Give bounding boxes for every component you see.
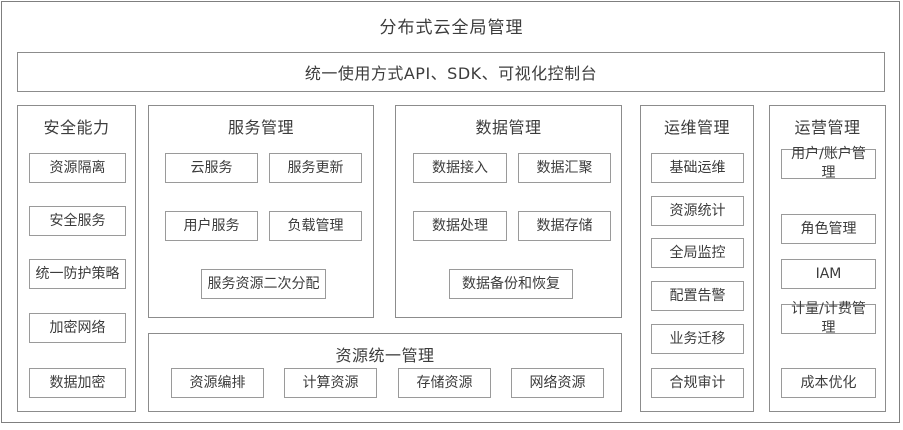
col-ops-mgmt: 运维管理 基础运维 资源统计 全局监控 配置告警 业务迁移 合规审计 (640, 105, 754, 412)
col-data-mgmt: 数据管理 数据接入 数据汇聚 数据处理 数据存储 数据备份和恢复 (395, 105, 622, 318)
node-metering-billing-mgmt: 计量/计费管理 (781, 301, 876, 336)
node-data-aggregation: 数据汇聚 (518, 153, 611, 183)
node-compute-resource: 计算资源 (284, 368, 377, 398)
node-alert-config: 配置告警 (651, 281, 744, 311)
node-load-mgmt: 负载管理 (269, 211, 362, 241)
node-data-storage: 数据存储 (518, 211, 611, 241)
node-resource-orchestration: 资源编排 (171, 368, 264, 398)
node-data-backup-restore: 数据备份和恢复 (449, 269, 573, 299)
node-storage-resource: 存储资源 (398, 368, 491, 398)
node-network-resource: 网络资源 (511, 368, 604, 398)
col-service-mgmt: 服务管理 云服务 服务更新 用户服务 负载管理 服务资源二次分配 (148, 105, 374, 318)
node-cost-optimization: 成本优化 (781, 368, 876, 398)
col-service-title: 服务管理 (227, 118, 294, 137)
col-data-title: 数据管理 (475, 118, 542, 137)
node-resource-statistics: 资源统计 (651, 196, 744, 226)
node-data-processing: 数据处理 (413, 211, 507, 241)
node-user-service: 用户服务 (165, 211, 258, 241)
node-data-ingestion: 数据接入 (413, 153, 507, 183)
node-role-mgmt: 角色管理 (781, 214, 876, 244)
col-operation-title: 运营管理 (794, 118, 861, 137)
outer-frame (1, 1, 900, 423)
node-basic-ops: 基础运维 (651, 153, 744, 183)
node-data-encryption: 数据加密 (29, 368, 126, 398)
col-ops-title: 运维管理 (663, 118, 730, 137)
box-unified-resource-mgmt: 资源统一管理 资源编排 计算资源 存储资源 网络资源 (148, 333, 622, 412)
node-compliance-audit: 合规审计 (651, 368, 744, 398)
node-service-resource-redistribution: 服务资源二次分配 (201, 269, 326, 299)
page-title: 分布式云全局管理 (379, 18, 524, 38)
node-user-account-mgmt: 用户/账户管理 (781, 146, 876, 181)
node-iam: IAM (781, 259, 876, 289)
node-unified-protection-policy: 统一防护策略 (29, 259, 126, 289)
col-operation-mgmt: 运营管理 用户/账户管理 角色管理 IAM 计量/计费管理 成本优化 (769, 105, 886, 412)
node-resource-isolation: 资源隔离 (29, 153, 126, 183)
node-security-service: 安全服务 (29, 206, 126, 236)
node-cloud-service: 云服务 (165, 153, 258, 183)
box-resource-title: 资源统一管理 (335, 346, 435, 365)
node-service-update: 服务更新 (269, 153, 362, 183)
node-encrypted-network: 加密网络 (29, 313, 126, 343)
col-security-title: 安全能力 (43, 118, 110, 137)
node-global-monitoring: 全局监控 (651, 238, 744, 268)
node-business-migration: 业务迁移 (651, 324, 744, 354)
col-security-capability: 安全能力 资源隔离 安全服务 统一防护策略 加密网络 数据加密 (17, 105, 136, 412)
unified-access-bar: 统一使用方式API、SDK、可视化控制台 (17, 52, 885, 92)
